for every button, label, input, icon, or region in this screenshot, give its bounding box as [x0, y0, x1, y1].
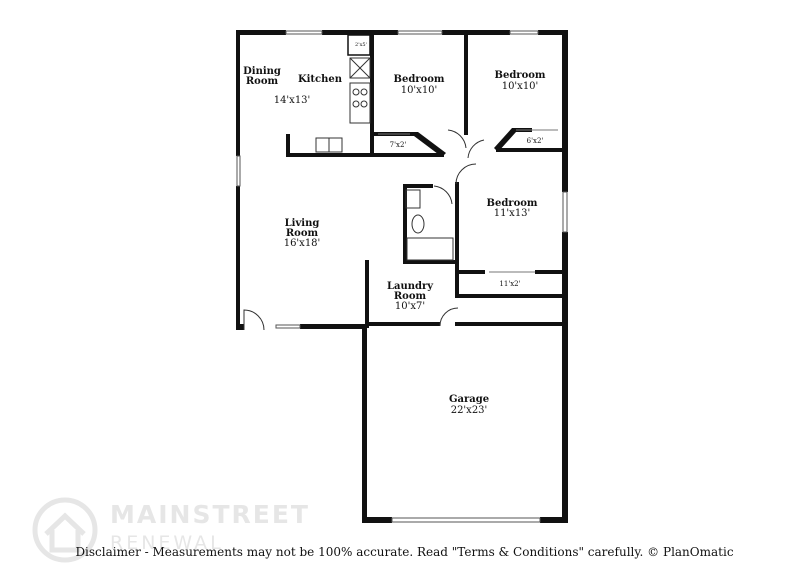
- closet3-bottom: [455, 294, 565, 298]
- garage-south-wall-west: [362, 517, 392, 523]
- laundry-size: 10'x7': [395, 301, 425, 312]
- bedroom1-size: 10'x10': [401, 85, 438, 96]
- laundry-west-wall: [365, 260, 369, 328]
- closet-doors: [378, 129, 558, 273]
- closet1-angle: [414, 132, 446, 157]
- room-labels: Dining Room Kitchen 14'x13' 2'x5' Bedroo…: [243, 42, 546, 416]
- north-wall-west: [236, 30, 286, 35]
- bathtub: [406, 237, 454, 261]
- watermark-name: MAINSTREET: [110, 500, 310, 529]
- bath-door-swing: [433, 185, 453, 205]
- window-dining: [285, 30, 323, 35]
- bedroom3-size: 11'x13': [494, 208, 531, 219]
- living-south-wall-west: [236, 324, 244, 330]
- garage-door: [391, 517, 541, 523]
- garage-size: 22'x23': [451, 405, 488, 416]
- living-label-1: Living: [285, 218, 320, 229]
- closet2-bottom: [496, 148, 562, 152]
- closet1-bottom: [374, 153, 444, 157]
- living-size: 16'x18': [284, 238, 321, 249]
- east-wall-upper: [562, 30, 568, 192]
- pantry-box: [347, 34, 371, 56]
- closet1-size: 7'x2': [390, 141, 407, 149]
- living-label-2: Room: [286, 228, 319, 239]
- interior-walls: [286, 30, 565, 328]
- pantry-size: 2'x5': [355, 42, 367, 48]
- window-bedroom3: [562, 191, 568, 233]
- living-south-wall: [300, 324, 367, 329]
- refrigerator: [349, 57, 371, 79]
- north-wall-mid: [322, 30, 398, 35]
- bedroom2-label: Bedroom: [495, 70, 546, 81]
- closet2-size: 6'x2': [527, 137, 544, 145]
- bath-east-wall: [455, 182, 459, 298]
- bedroom2-door-swing: [467, 139, 485, 159]
- closet3-top-left: [455, 270, 485, 274]
- window-living: [236, 155, 241, 187]
- window-living-south: [275, 324, 301, 329]
- north-wall-mid2: [442, 30, 510, 35]
- watermark-logo: MAINSTREET RENEWAL: [30, 492, 330, 572]
- bedroom2-size: 10'x10': [502, 81, 539, 92]
- disclaimer-text: Disclaimer - Measurements may not be 100…: [75, 545, 734, 559]
- window-bedroom1: [397, 30, 443, 35]
- laundry-south-wall: [365, 322, 440, 326]
- counter-end: [286, 134, 290, 156]
- bath-south-wall: [403, 260, 457, 264]
- north-wall-east: [538, 30, 568, 35]
- bedroom1-bedroom2-wall: [464, 30, 468, 135]
- garage-label: Garage: [449, 394, 489, 405]
- bedroom3-door-swing: [455, 163, 477, 185]
- kitchen-bedroom1-wall: [370, 30, 374, 155]
- bath-north-wall: [403, 184, 433, 188]
- bedroom1-label: Bedroom: [394, 74, 445, 85]
- bedroom3-label: Bedroom: [487, 198, 538, 209]
- exterior-walls: [236, 30, 568, 523]
- east-wall-lower: [562, 232, 568, 522]
- fixtures: [315, 57, 454, 261]
- laundry-label-1: Laundry: [387, 281, 434, 292]
- closet3-top-right: [535, 270, 565, 274]
- garage-south-wall-east: [540, 517, 568, 523]
- door-swings: [243, 129, 485, 331]
- watermark-sub: RENEWAL: [110, 532, 224, 554]
- house-circle-icon: [32, 497, 98, 563]
- bath-vanity: [405, 189, 421, 209]
- kitchen-size: 14'x13': [274, 95, 311, 106]
- stove: [349, 82, 371, 124]
- laundry-door-swing: [439, 307, 459, 327]
- laundry-south-wall-east: [455, 322, 565, 326]
- kitchen-label: Kitchen: [298, 74, 343, 85]
- closet2-angle: [494, 128, 516, 152]
- west-window-gap: [236, 156, 240, 186]
- kitchen-counter-wall: [286, 153, 374, 157]
- dining-label-2: Room: [246, 76, 279, 87]
- front-door-swing: [243, 309, 265, 331]
- toilet: [411, 214, 425, 234]
- garage-west-wall: [362, 324, 367, 523]
- bedroom1-door-swing: [447, 129, 467, 149]
- dining-label-1: Dining: [243, 66, 281, 77]
- windows: [236, 30, 568, 523]
- window-bedroom2: [509, 30, 539, 35]
- bath-west-wall: [403, 184, 407, 264]
- laundry-label-2: Room: [394, 291, 427, 302]
- closet3-size: 11'x2': [499, 280, 520, 288]
